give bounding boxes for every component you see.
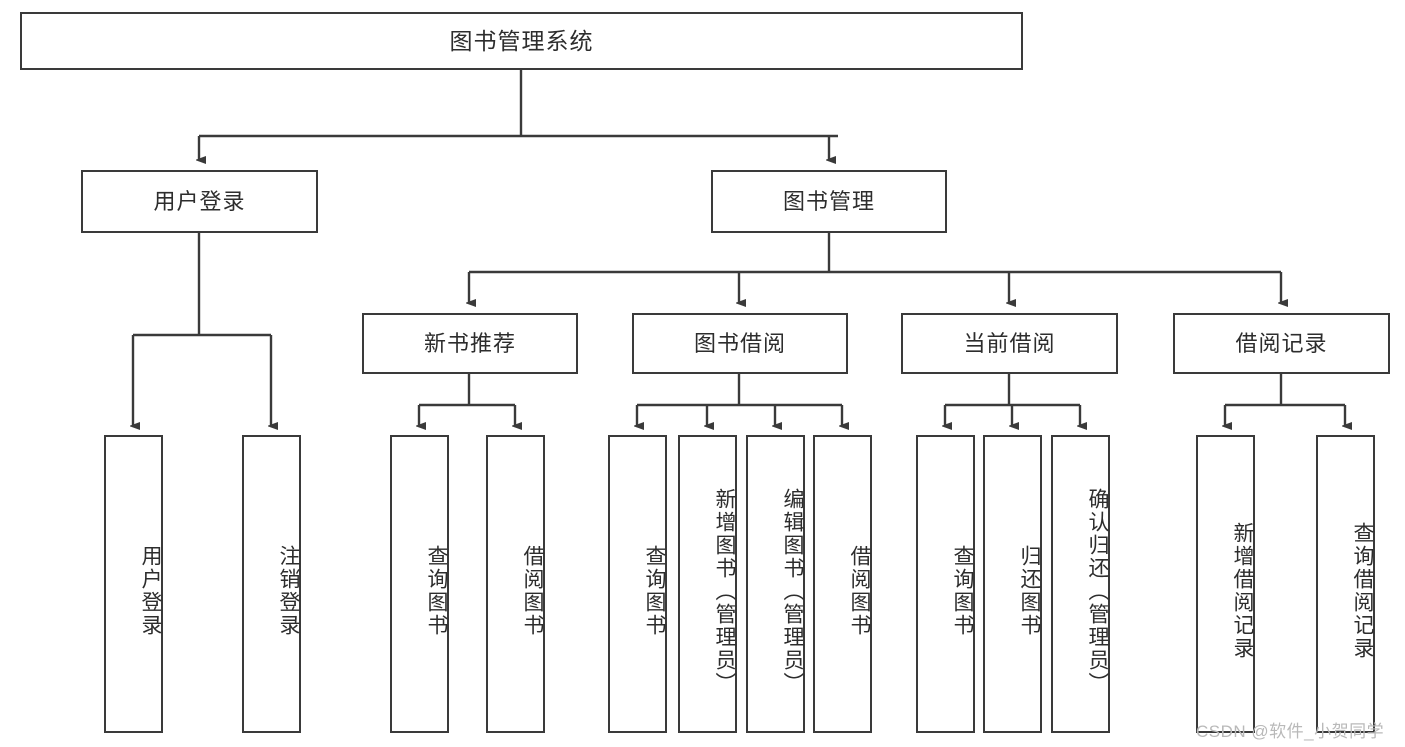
node-label: 图书管理 bbox=[782, 188, 875, 214]
leaf-borrow-book[interactable]: 借阅图书 bbox=[813, 435, 872, 733]
node-label: 查询借阅记录 bbox=[1351, 522, 1374, 660]
node-label: 编辑图书（管理员） bbox=[781, 487, 804, 695]
node-label: 归还图书 bbox=[1018, 545, 1041, 637]
node-label: 注销登录 bbox=[277, 545, 300, 637]
node-label: 查询图书 bbox=[951, 545, 974, 637]
node-label: 图书借阅 bbox=[693, 330, 786, 356]
node-label: 查询图书 bbox=[425, 545, 448, 637]
node-label: 借阅图书 bbox=[848, 545, 871, 637]
leaf-confirm-return-admin[interactable]: 确认归还（管理员） bbox=[1051, 435, 1110, 733]
node-label: 新增图书（管理员） bbox=[713, 487, 736, 695]
node-new-book-recommend[interactable]: 新书推荐 bbox=[362, 313, 578, 374]
node-book-borrow[interactable]: 图书借阅 bbox=[632, 313, 848, 374]
leaf-borrow-book-recommend[interactable]: 借阅图书 bbox=[486, 435, 545, 733]
node-label: 新增借阅记录 bbox=[1231, 522, 1254, 660]
node-label: 新书推荐 bbox=[423, 330, 516, 356]
leaf-add-book-admin[interactable]: 新增图书（管理员） bbox=[678, 435, 737, 733]
node-label: 查询图书 bbox=[643, 545, 666, 637]
leaf-user-logout[interactable]: 注销登录 bbox=[242, 435, 301, 733]
leaf-user-login[interactable]: 用户登录 bbox=[104, 435, 163, 733]
leaf-query-book-recommend[interactable]: 查询图书 bbox=[390, 435, 449, 733]
node-label: 当前借阅 bbox=[963, 330, 1056, 356]
node-label: 借阅图书 bbox=[521, 545, 544, 637]
node-borrow-records[interactable]: 借阅记录 bbox=[1173, 313, 1390, 374]
node-label: 用户登录 bbox=[153, 188, 246, 214]
watermark-text: CSDN @软件_小贺同学 bbox=[1196, 722, 1385, 741]
leaf-query-book-current[interactable]: 查询图书 bbox=[916, 435, 975, 733]
leaf-edit-book-admin[interactable]: 编辑图书（管理员） bbox=[746, 435, 805, 733]
leaf-query-borrow-record[interactable]: 查询借阅记录 bbox=[1316, 435, 1375, 733]
node-label: 图书管理系统 bbox=[449, 27, 594, 54]
node-label: 借阅记录 bbox=[1235, 330, 1328, 356]
node-label: 用户登录 bbox=[139, 545, 162, 637]
leaf-add-borrow-record[interactable]: 新增借阅记录 bbox=[1196, 435, 1255, 733]
leaf-query-book-borrow[interactable]: 查询图书 bbox=[608, 435, 667, 733]
node-root-system[interactable]: 图书管理系统 bbox=[20, 12, 1023, 70]
leaf-return-book[interactable]: 归还图书 bbox=[983, 435, 1042, 733]
node-book-management[interactable]: 图书管理 bbox=[711, 170, 947, 233]
node-current-borrow[interactable]: 当前借阅 bbox=[901, 313, 1118, 374]
node-user-login[interactable]: 用户登录 bbox=[81, 170, 318, 233]
node-label: 确认归还（管理员） bbox=[1086, 487, 1109, 695]
